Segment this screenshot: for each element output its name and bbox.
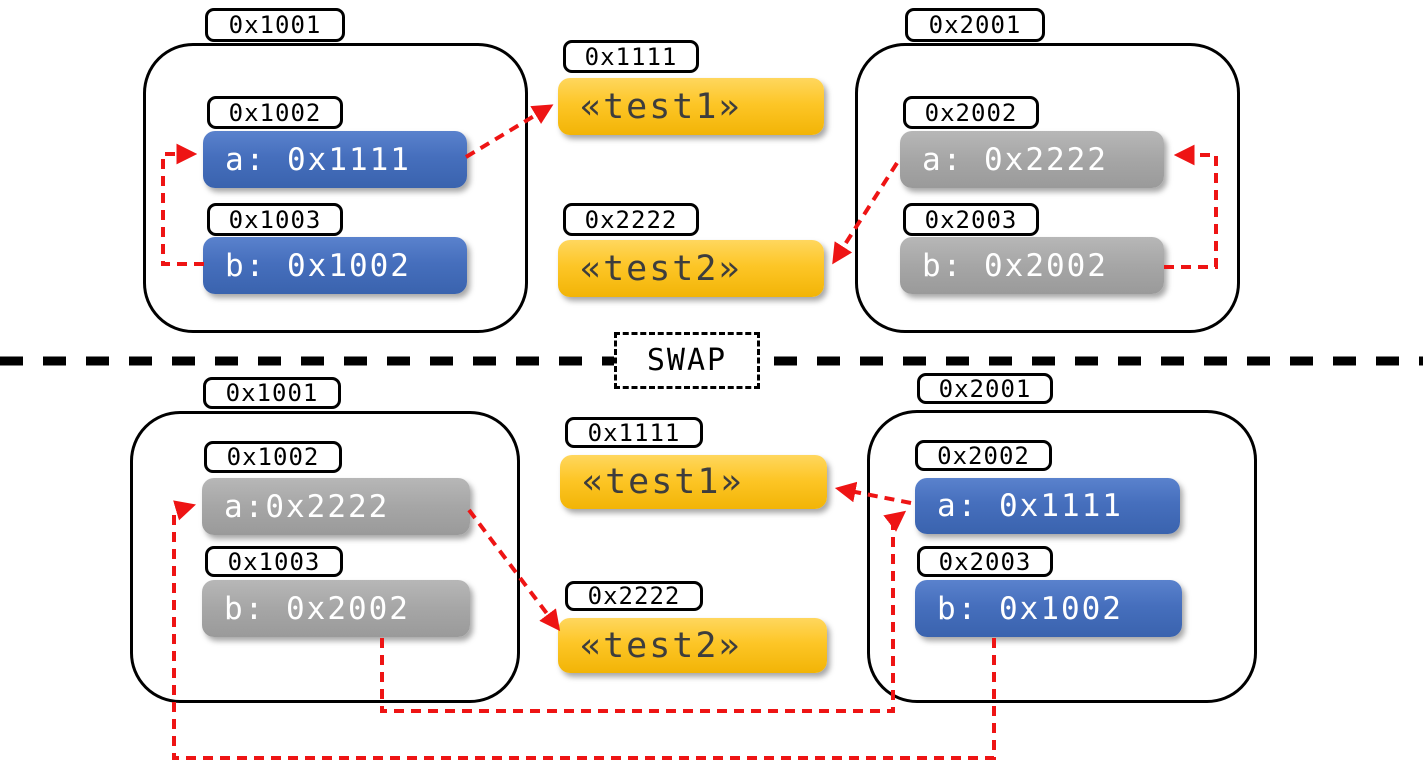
address-tab-bottom-left-a: 0x1002 — [204, 441, 342, 473]
var-box-bottom-right-b: b: 0x1002 — [915, 580, 1182, 637]
var-box-bottom-right-a: a: 0x1111 — [915, 478, 1180, 534]
address-tab-top-test1: 0x1111 — [563, 40, 699, 73]
address-tab-top-left-a: 0x1002 — [207, 96, 343, 129]
var-box-top-right-a: a: 0x2222 — [900, 131, 1164, 188]
swap-label-box: SWAP — [614, 332, 760, 389]
address-tab-bottom-right-a: 0x2002 — [915, 440, 1052, 471]
address-tab-top-right-a: 0x2002 — [903, 96, 1039, 129]
var-box-top-left-b: b: 0x1002 — [203, 237, 467, 294]
address-tab-bottom-test1: 0x1111 — [565, 417, 703, 448]
address-tab-top-test2: 0x2222 — [563, 203, 699, 236]
address-tab-top-left-frame: 0x1001 — [205, 8, 345, 42]
address-tab-bottom-left-b: 0x1003 — [205, 546, 343, 577]
address-tab-bottom-right-b: 0x2003 — [917, 546, 1053, 577]
swap-label: SWAP — [646, 343, 728, 378]
var-box-top-right-b: b: 0x2002 — [900, 237, 1164, 294]
address-tab-bottom-right-frame: 0x2001 — [917, 373, 1053, 404]
address-tab-top-right-b: 0x2003 — [903, 203, 1039, 236]
var-box-bottom-left-b: b: 0x2002 — [202, 580, 470, 637]
var-box-top-left-a: a: 0x1111 — [203, 131, 467, 188]
string-box-bottom-test2: «test2» — [558, 618, 827, 673]
var-box-bottom-left-a: a:0x2222 — [202, 478, 470, 535]
address-tab-top-right-frame: 0x2001 — [905, 8, 1045, 42]
string-box-top-test1: «test1» — [558, 78, 824, 135]
address-tab-bottom-test2: 0x2222 — [565, 581, 703, 611]
string-box-bottom-test1: «test1» — [560, 455, 827, 509]
address-tab-top-left-b: 0x1003 — [207, 203, 343, 236]
string-box-top-test2: «test2» — [558, 240, 824, 297]
address-tab-bottom-left-frame: 0x1001 — [203, 377, 341, 409]
